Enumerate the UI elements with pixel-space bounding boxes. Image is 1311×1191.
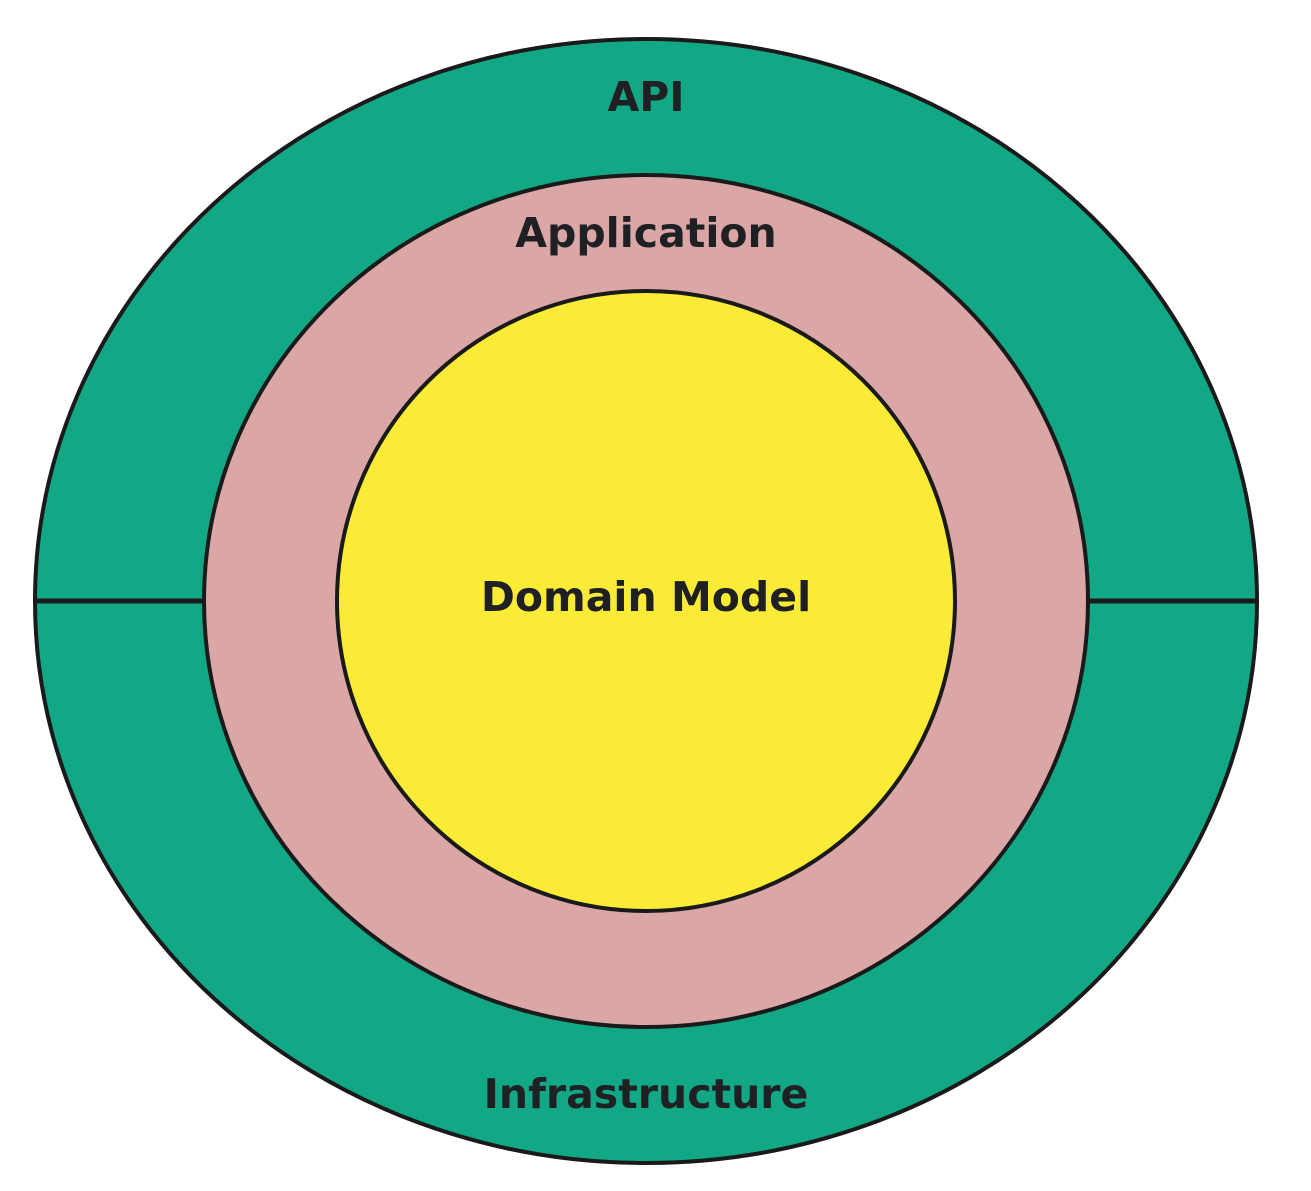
- layer-label-infrastructure: Infrastructure: [484, 1070, 809, 1118]
- layer-label-domain-model: Domain Model: [481, 573, 811, 621]
- layer-label-api: API: [607, 73, 684, 121]
- layer-label-application: Application: [515, 209, 777, 257]
- layer-domain-model-shape[interactable]: [335, 289, 957, 913]
